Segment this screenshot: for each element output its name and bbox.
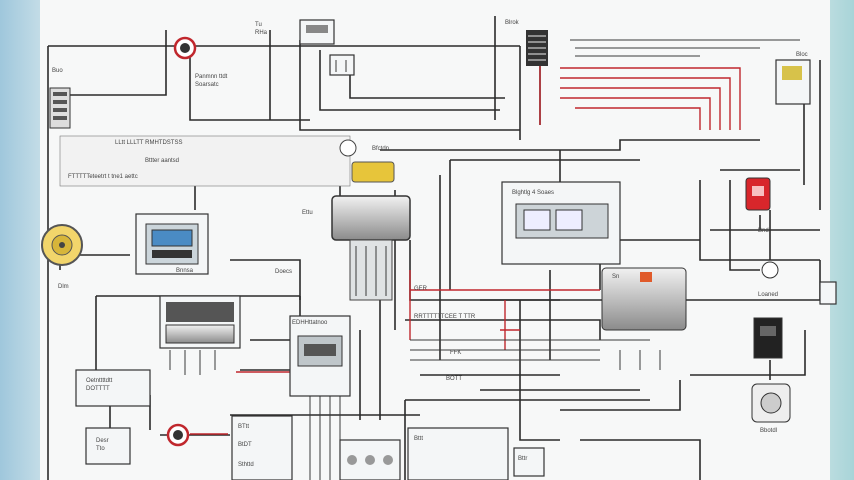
ring-terminal-top	[173, 36, 197, 60]
right-side-tag: Loaned	[758, 292, 778, 298]
connector-icon	[289, 315, 351, 397]
left-top-tag: Buo	[52, 68, 63, 74]
bottom-mid-label: Bttt	[414, 436, 423, 442]
bottom-left-2: BtDT	[238, 442, 252, 448]
left-lower-title: Doecs	[275, 269, 292, 275]
wire-harness-red	[190, 60, 741, 456]
relay-module-left	[135, 213, 209, 275]
mid-right-title: Blghtlg 4 Soaes	[512, 190, 554, 196]
relay-module-right	[601, 267, 687, 331]
bottom-small-box	[513, 447, 545, 477]
center-tag: Bfctdn	[372, 146, 389, 152]
terminal-block-left	[159, 295, 241, 349]
lamp-icon	[339, 139, 395, 183]
relay-red-right	[745, 177, 771, 211]
top-block-connector	[526, 30, 548, 66]
bottom-left-1: BTtt	[238, 424, 249, 430]
center-sw: Ettu	[302, 210, 313, 216]
left-lower-box	[75, 369, 151, 407]
sender-unit	[751, 383, 791, 423]
control-module-center	[501, 181, 621, 265]
bottom-mid-2-label: Bttr	[518, 456, 527, 462]
left-box-label: Bnnsa	[176, 268, 194, 274]
relay-icon	[331, 195, 411, 301]
bottom-left-3: Sthttd	[238, 462, 254, 468]
center-note-1: GER	[414, 286, 428, 292]
terminal-icon	[329, 54, 355, 76]
center-note-2: RRTTTTTTCEE T TTR	[414, 314, 476, 320]
right-mid-label: Bnd	[758, 228, 769, 234]
fuse-block-icon	[49, 87, 71, 129]
left-gauge-label: Dlm	[58, 284, 69, 290]
strip-row-3: FTTTTTeteetrt t tne1 aettc	[68, 174, 138, 180]
right-bottom-label: Bbotdl	[760, 428, 777, 434]
switch-icon	[761, 261, 779, 279]
fuel-cap-icon	[775, 59, 811, 105]
top-block-label: Blrok	[505, 20, 520, 26]
strip-row-2: Bttter aantsd	[145, 158, 179, 164]
bottom-panel	[231, 415, 293, 480]
left-bottom-box	[85, 427, 131, 465]
ring-terminal-bottom	[166, 423, 190, 447]
mid-lower-title: EDHHttatnoo	[292, 320, 328, 326]
gauge-icon	[41, 224, 83, 266]
strip-panel	[59, 135, 351, 187]
top-connector-box	[299, 19, 335, 45]
strip-row-1: LLtt LLLTT RMHTDSTSS	[115, 140, 182, 146]
rocker-switch-right	[753, 317, 783, 359]
top-right-box-label: Bloc	[796, 52, 808, 58]
switch-cluster-bottom	[339, 439, 401, 480]
center-note-4: BOTT	[446, 376, 462, 382]
edge-connector	[819, 281, 837, 305]
bottom-right-panel	[407, 427, 509, 480]
center-note-3: FFK	[450, 350, 461, 356]
right-relay-tag: Sn	[612, 274, 619, 280]
